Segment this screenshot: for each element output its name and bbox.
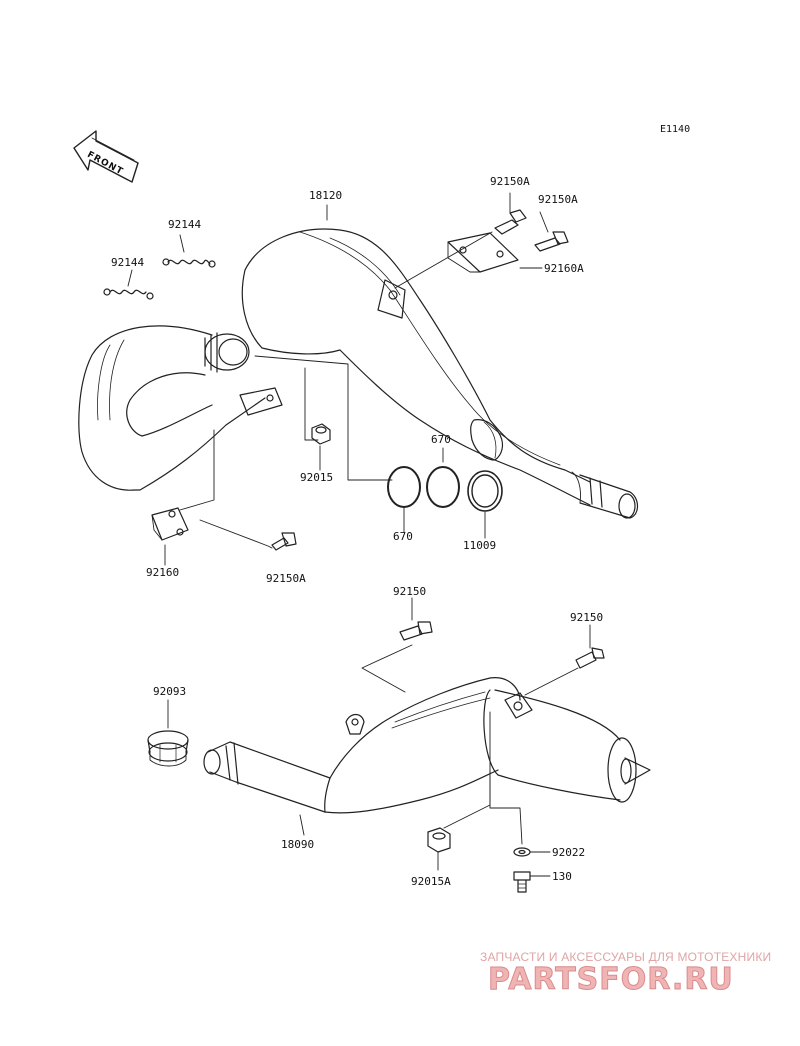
bolt-130-icon bbox=[513, 871, 531, 893]
part-label-130: 130 bbox=[552, 870, 572, 883]
part-label-92144: 92144 bbox=[168, 218, 202, 231]
part-label-92022: 92022 bbox=[552, 846, 586, 859]
bolt-92150A-upper-icon bbox=[494, 209, 527, 235]
part-label-92150: 92150 bbox=[570, 611, 604, 624]
leader-lines-upper bbox=[127, 192, 549, 566]
part-label-92093: 92093 bbox=[153, 685, 187, 698]
part-label-92150A: 92150A bbox=[490, 175, 530, 188]
nut-92015-icon bbox=[311, 423, 331, 445]
sleeve-92093 bbox=[147, 730, 189, 767]
spring-92144-upper-icon bbox=[162, 258, 216, 268]
part-label-92150: 92150 bbox=[393, 585, 427, 598]
part-label-92015A: 92015A bbox=[411, 875, 451, 888]
part-label-92144: 92144 bbox=[111, 256, 145, 269]
leader-lines-lower bbox=[167, 597, 591, 877]
bracket-92160A bbox=[447, 232, 519, 273]
bracket-92160 bbox=[151, 507, 189, 541]
o-ring-670-right bbox=[426, 466, 460, 508]
bolt-92150-upper-icon bbox=[399, 621, 433, 641]
part-label-18120: 18120 bbox=[309, 189, 343, 202]
part-label-92150A: 92150A bbox=[266, 572, 306, 585]
bolt-92150-right-icon bbox=[575, 647, 605, 669]
diagram-code: E1140 bbox=[660, 124, 691, 135]
bolt-92150A-right-icon bbox=[534, 231, 569, 252]
gasket-11009 bbox=[467, 470, 503, 512]
watermark-tagline: ЗАПЧАСТИ И АКСЕССУАРЫ ДЛЯ МОТОТЕХНИКИ bbox=[480, 950, 772, 964]
part-label-92160A: 92160A bbox=[544, 262, 584, 275]
o-ring-670-left bbox=[387, 466, 421, 508]
nut-92015A-icon bbox=[427, 827, 451, 853]
muffler-18090 bbox=[203, 677, 651, 814]
washer-92022-icon bbox=[513, 847, 531, 857]
part-label-92015: 92015 bbox=[300, 471, 334, 484]
bolt-92150A-lower-icon bbox=[271, 532, 297, 551]
part-label-670: 670 bbox=[393, 530, 413, 543]
part-label-18090: 18090 bbox=[281, 838, 315, 851]
watermark-logo: PARTSFOR.RU bbox=[488, 962, 734, 998]
part-label-670: 670 bbox=[431, 433, 451, 446]
part-label-11009: 11009 bbox=[463, 539, 497, 552]
part-label-92160: 92160 bbox=[146, 566, 180, 579]
spring-92144-lower-icon bbox=[103, 288, 154, 300]
part-label-92150A: 92150A bbox=[538, 193, 578, 206]
front-arrow-icon bbox=[73, 130, 139, 183]
